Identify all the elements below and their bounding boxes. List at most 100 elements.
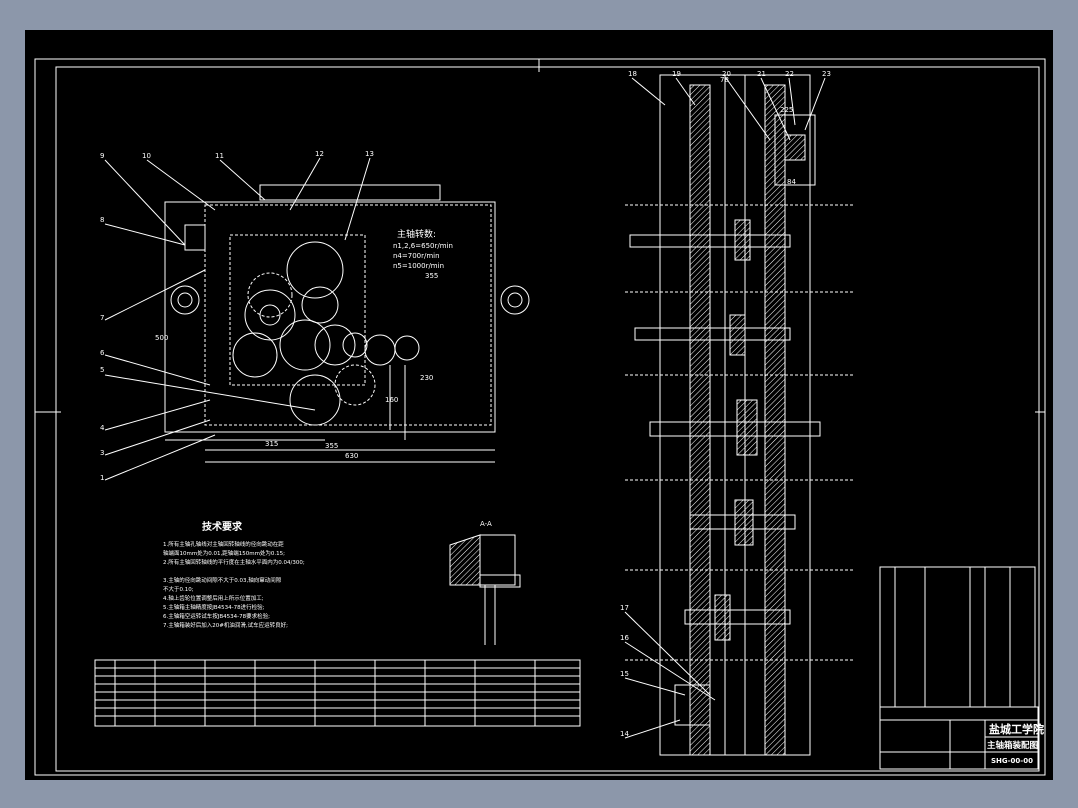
dim: 630 (345, 452, 358, 460)
drawing-label: 8 (100, 216, 104, 224)
drawing-label: 13 (365, 150, 374, 158)
drawing-line (479, 574, 521, 588)
drawing-line (232, 332, 278, 378)
inner-border (55, 66, 1040, 772)
drawing-line (774, 114, 816, 186)
drawing-label: 3.主轴的径向跳动间隙不大于0.03,轴向窜动间隙 (163, 576, 282, 584)
drawing-number: SHG-00-00 (991, 757, 1033, 765)
drawing-line (104, 419, 211, 456)
drawing-line (259, 184, 441, 201)
drawing-label: 1 (100, 474, 104, 482)
drawing-label: 84 (787, 178, 796, 186)
drawing-label: 2.所有主轴回转轴线的平行度在主轴水平面内为0.04/300; (163, 558, 305, 566)
drawing-label: 主轴转数: (397, 228, 436, 240)
drawing-line (104, 354, 211, 386)
dim: 315 (265, 440, 278, 448)
drawing-label: 3 (100, 449, 104, 457)
drawing-line (286, 241, 344, 299)
drawing-line (804, 77, 826, 131)
drawing-label: 20 (722, 70, 731, 78)
drawing-line (500, 285, 530, 315)
drawing-line (342, 332, 368, 358)
drawing-label: 9 (100, 152, 104, 160)
drawing-label: 4 (100, 424, 105, 432)
drawing-label: 15 (620, 670, 629, 678)
drawing-label: A-A (480, 520, 492, 528)
drawing-line (104, 399, 211, 431)
drawing-line (334, 364, 376, 406)
drawing-line (479, 534, 516, 586)
dim: 355 (425, 272, 438, 280)
dim: 160 (385, 396, 398, 404)
drawing-label: 78 (720, 76, 729, 84)
gear-parameter-table (94, 659, 581, 727)
drawing-line (629, 234, 791, 248)
drawing-label: 7.主轴箱装好后加入20#机油润滑,试车应运转良好; (163, 621, 288, 629)
drawing-label: 5 (100, 366, 104, 374)
dim: 355 (325, 442, 338, 450)
drawing-label: 17 (620, 604, 629, 612)
part-labels-left: 9 10 11 12 13 8 7 6 5 4 3 1 (100, 150, 374, 482)
drawing-label: 不大于0.10; (163, 585, 194, 593)
drawing-label: 12 (315, 150, 324, 158)
drawing-line (449, 534, 481, 586)
drawing-label: 6.主轴箱空运转试车按JB4534-78要求检验; (163, 612, 270, 620)
drawing-line (314, 324, 356, 366)
drawing-line (631, 77, 666, 106)
drawing-line (104, 223, 186, 246)
drawing-label: n1,2,6=650r/min (393, 242, 453, 250)
drawing-label: 21 (757, 70, 766, 78)
drawing-line (784, 134, 806, 161)
drawing-line (146, 159, 216, 211)
drawing-label: 技术要求 (202, 520, 243, 533)
bill-of-materials (879, 566, 1036, 708)
drawing-label: 轴端面10mm处为0.01,距轴端150mm处为0.15; (163, 549, 285, 557)
drawing-line (170, 285, 200, 315)
drawing-line (344, 157, 371, 241)
drawing-label: 5.主轴箱主轴精度按JB4534-78进行检验; (163, 603, 265, 611)
drawing-name: 主轴箱装配图 (987, 740, 1038, 751)
drawing-line (675, 77, 696, 106)
cad-drawing-sheet: 355 315 630 500 230 160 355 9 10 11 12 1… (25, 30, 1053, 780)
drawing-line (204, 204, 492, 426)
drawing-line (104, 159, 186, 246)
technical-requirements: 技术要求 1.所有主轴孔轴线对主轴回转轴线的径向跳动在距 轴端面10mm处为0.… (163, 520, 305, 629)
dim: 500 (155, 334, 168, 342)
drawing-line (879, 566, 1036, 708)
drawing-line (729, 314, 746, 356)
drawing-label: 4.轴上齿轮位置调整后用上所示位置加工; (163, 594, 264, 602)
drawing-line (624, 719, 681, 739)
title-block: 盐城工学院 主轴箱装配图 SHG-00-00 (879, 706, 1044, 770)
drawing-line (104, 434, 216, 481)
drawing-line (289, 157, 321, 211)
drawing-line (659, 74, 811, 756)
drawing-label: 1.所有主轴孔轴线对主轴回转轴线的径向跳动在距 (163, 540, 284, 548)
drawing-label: 10 (142, 152, 151, 160)
drawing-line (301, 286, 339, 324)
spindle-speed-note: 主轴转数: n1,2,6=650r/min n4=700r/min n5=100… (393, 228, 453, 270)
drawing-line (734, 219, 751, 261)
drawing-line (229, 234, 366, 386)
drawing-line (624, 611, 711, 696)
drawing-line (177, 292, 193, 308)
drawing-line (624, 677, 686, 696)
drawing-label: 14 (620, 730, 629, 738)
drawing-line (259, 304, 281, 326)
drawing-line (760, 77, 791, 141)
drawing-label: 7 (100, 314, 104, 322)
drawing-line (649, 421, 821, 437)
drawing-line (279, 319, 331, 371)
gearbox-front-view: 355 315 630 500 230 160 355 (155, 184, 530, 463)
drawing-line (736, 399, 758, 456)
drawing-label: 225 (780, 106, 793, 114)
drawing-label: n5=1000r/min (393, 262, 444, 270)
drawing-line (734, 499, 754, 546)
section-a-a: A-A (449, 520, 521, 645)
drawing-label: 18 (628, 70, 637, 78)
drawing-line (104, 269, 206, 321)
drawing-line (788, 77, 796, 126)
drawing-line (364, 334, 396, 366)
drawing-label: 22 (785, 70, 794, 78)
drawing-line (684, 609, 791, 625)
school-name: 盐城工学院 (989, 722, 1044, 736)
